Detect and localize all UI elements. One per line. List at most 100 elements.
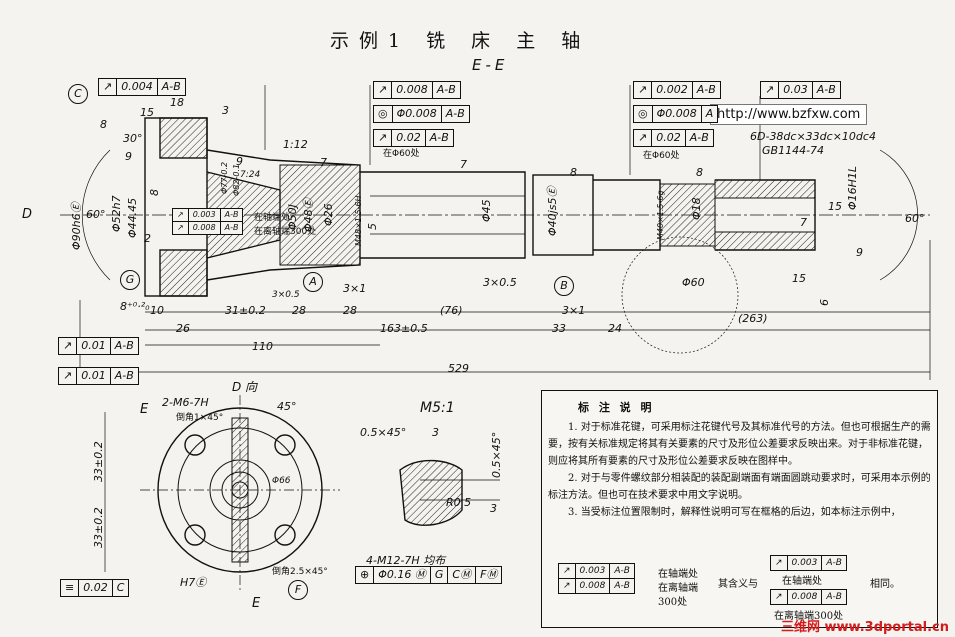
- datum-b: B: [554, 276, 574, 296]
- dim-15b: 15: [828, 200, 842, 213]
- datum-c: C: [68, 84, 88, 104]
- dim-7a: 7: [320, 156, 327, 169]
- spline-standard: GB1144-74: [762, 144, 825, 157]
- site-watermark[interactable]: 三维网 www.3dportal.cn: [780, 620, 949, 635]
- dim-4m12: 4-M12-7H 均布: [366, 554, 446, 567]
- dim-8-tol: 8⁺⁰·²₀: [120, 300, 150, 313]
- dim-phi66: Φ66: [272, 476, 291, 486]
- dim-163: 163±0.5: [380, 322, 428, 335]
- view-d-label: D 向: [232, 380, 258, 394]
- dim-45deg: 45°: [277, 400, 297, 413]
- dim-phi48: Φ48Ⓔ: [302, 198, 315, 232]
- dim-m48: M48×1.5-6H: [354, 195, 363, 247]
- dim-m40: M40×1.5-6g: [656, 190, 665, 240]
- section-e-top: E: [140, 402, 149, 417]
- annotation-notes-box: 标 注 说 明 1. 对于标准花键，可采用标注花键代号及其标准代号的方法。但也可…: [541, 390, 938, 628]
- example-left-3: 300处: [658, 597, 688, 608]
- dim-3: 3: [222, 104, 229, 117]
- dim-8b: 8: [148, 189, 161, 196]
- dim-r05: R0.5: [446, 496, 472, 509]
- dim-529: 529: [448, 362, 469, 375]
- dim-8a: 8: [100, 118, 107, 131]
- view-d-arrow: D: [22, 207, 33, 222]
- dim-3x05b: 3×0.5: [483, 276, 517, 289]
- dim-05x45b: 0.5×45°: [490, 431, 503, 478]
- dim-8d: 8: [696, 166, 703, 179]
- dim-263: (263): [738, 312, 768, 325]
- dim-33a: 33±0.2: [92, 441, 105, 482]
- dim-phi90: Φ90h6Ⓔ: [70, 202, 83, 250]
- spline-spec: 6D-38dc×33dc×10dc4: [750, 130, 876, 143]
- dim-phi52: Φ52h7: [110, 195, 123, 232]
- dim-h7: H7Ⓔ: [180, 576, 207, 589]
- dim-chamfer2: 倒角2.5×45°: [272, 567, 328, 577]
- dim-05x45: 0.5×45°: [360, 426, 407, 439]
- dim-3d: 3: [432, 426, 439, 439]
- section-label: E-E: [472, 56, 509, 74]
- notes-p3: 3. 当受标注位置限制时，解释性说明可写在框格的后边，如本标注示例中，: [568, 507, 901, 518]
- page-title: 示例1 铣 床 主 轴: [330, 30, 591, 52]
- example-mid: 其含义与: [718, 579, 758, 590]
- dim-3x1a: 3×1: [343, 282, 367, 295]
- example-same: 相同。: [870, 579, 900, 590]
- notes-heading: 标 注 说 明: [578, 401, 655, 414]
- dim-9b: 9: [236, 155, 243, 168]
- notes-p1: 1. 对于标准花键，可采用标注花键代号及其标准代号的方法。但也可根据生产的需要，…: [548, 422, 931, 467]
- datum-f: F: [288, 580, 308, 600]
- dim-phi77: Φ77-0.2: [220, 161, 229, 194]
- dim-18: 18: [170, 96, 184, 109]
- dim-24: 24: [608, 322, 622, 335]
- dim-15c: 15: [792, 272, 806, 285]
- dim-33b: 33±0.2: [92, 507, 105, 548]
- dim-60deg: 60°: [86, 208, 106, 221]
- dim-60deg-b: 60°: [905, 212, 925, 225]
- dim-taper-724: 7:24: [240, 170, 261, 180]
- dim-phi45: Φ45: [480, 199, 493, 222]
- dim-phi4445: Φ44.45: [126, 197, 139, 238]
- dim-28a: 28: [292, 304, 306, 317]
- example-right-bottom: 在离轴端300处: [774, 611, 844, 622]
- notes-p2: 2. 对于与零件螺纹部分相装配的装配副端面有端面圆跳动要求时，可采用本示例的标注…: [548, 473, 931, 501]
- dim-phi16: Φ16H1L: [846, 165, 859, 210]
- example-right-top: 在轴端处: [782, 576, 822, 587]
- dim-phi18: Φ18: [690, 197, 703, 220]
- note-axis-end: 在轴端处: [254, 213, 291, 223]
- dim-30deg: 30°: [123, 132, 143, 145]
- dim-9c: 9: [856, 246, 863, 259]
- dim-phi50: Φ50J: [286, 204, 299, 230]
- dim-6: 6: [818, 299, 831, 306]
- note-zai60-2: 在Φ60处: [643, 151, 680, 161]
- dim-chamfer1: 倒角1×45°: [176, 413, 224, 423]
- url-badge[interactable]: http://www.bzfxw.com: [710, 104, 868, 125]
- dim-2: 2: [144, 232, 151, 245]
- dim-26b: 26: [176, 322, 190, 335]
- note-axis-300: 在离轴端300处: [254, 227, 317, 237]
- dim-33: 33: [552, 322, 566, 335]
- dim-10: 10: [150, 304, 164, 317]
- dim-76: (76): [440, 304, 463, 317]
- dim-3e: 3: [490, 502, 497, 515]
- spindle-profile: [60, 85, 931, 590]
- dim-110: 110: [252, 340, 273, 353]
- dim-phi40: Φ40js5Ⓔ: [546, 186, 559, 236]
- section-e-bottom: E: [252, 596, 261, 611]
- dim-taper-112: 1:12: [283, 138, 308, 151]
- datum-g: G: [120, 270, 140, 290]
